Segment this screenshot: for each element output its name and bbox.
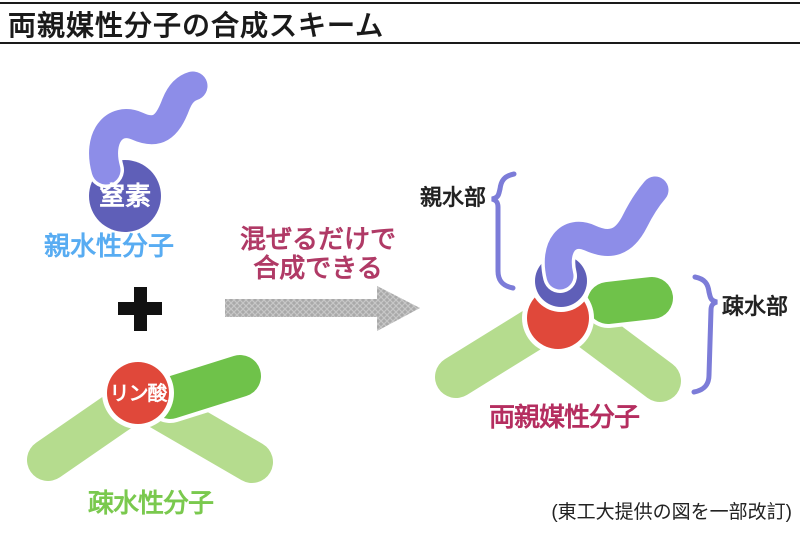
- hydrophobic-molecule-graphic: [27, 351, 273, 483]
- arrow-hatch-texture: [225, 286, 420, 331]
- top-rule: [0, 2, 800, 4]
- hydrophilic-tail: [89, 71, 208, 185]
- product-tail: [544, 176, 669, 290]
- title-underline: [0, 42, 800, 44]
- hydrophilic-molecule-graphic: [85, 68, 211, 232]
- arrow-caption-line2: 合成できる: [253, 253, 383, 283]
- page-title: 両親媒性分子の合成スキーム: [8, 10, 385, 41]
- product-molecule-label: 両親媒性分子: [489, 402, 640, 432]
- hydrophobic-molecule-label: 疎水性分子: [88, 488, 214, 518]
- phosphate-head-circle: [107, 362, 169, 424]
- nitrogen-tag: 窒素: [98, 181, 151, 211]
- hydrophilic-part-label: 親水部: [420, 185, 487, 210]
- hydrophilic-part-brace: [491, 171, 517, 291]
- hydrophobic-part-brace: [691, 274, 718, 395]
- hydrophilic-molecule-label: 親水性分子: [44, 231, 175, 261]
- product-light-arm-right: [564, 304, 681, 402]
- hydrophobic-part-label: 疎水部: [722, 294, 789, 319]
- plus-icon: [118, 287, 162, 331]
- product-molecule-graphic: [435, 173, 681, 402]
- plus-vertical-bar: [134, 287, 147, 331]
- right-arrow-icon: [225, 286, 420, 331]
- phosphate-tag: リン酸: [109, 383, 168, 405]
- dark-green-arm: [149, 355, 261, 419]
- arrow-caption: 混ぜるだけで 合成できる: [228, 225, 408, 283]
- product-dark-arm: [587, 277, 673, 324]
- arrow-caption-line1: 混ぜるだけで: [239, 224, 396, 254]
- source-caption: (東工大提供の図を一部改訂): [551, 502, 792, 523]
